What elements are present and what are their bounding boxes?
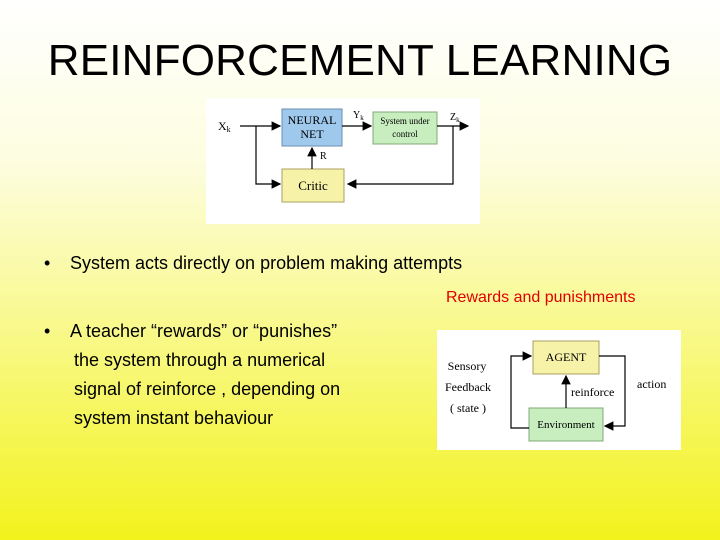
agent-environment-diagram: Sensory Feedback ( state ) AGENT Environ… <box>437 330 681 450</box>
neural-net-label-line1: NEURAL <box>288 113 337 127</box>
critic-box <box>281 168 345 203</box>
neural-net-box <box>281 108 343 147</box>
sensory-label-line1: Sensory <box>448 359 487 373</box>
action-line <box>599 355 626 431</box>
environment-label: Environment <box>537 419 594 431</box>
environment-box <box>528 407 604 442</box>
bullet-2-line-2: the system through a numerical <box>74 350 326 370</box>
bullet-dot-2: • <box>44 321 51 341</box>
system-under-control-box <box>372 111 438 145</box>
agent-environment-diagram-svg: Sensory Feedback ( state ) AGENT Environ… <box>445 340 666 442</box>
feedback-to-critic-line <box>346 126 454 189</box>
bullet-2-line-3: signal of reinforce , depending on <box>74 379 341 399</box>
input-label-x: Xk <box>218 119 231 134</box>
bullet-2-line-4: system instant behaviour <box>74 408 274 428</box>
sensory-feedback-line <box>510 351 533 429</box>
critic-label: Critic <box>298 178 328 193</box>
action-label: action <box>637 377 666 391</box>
neural-net-diagram-svg: Xk NEURAL NET Yk System under control Zk… <box>218 108 470 203</box>
bullet-dot-1: • <box>44 253 51 273</box>
bullet-2-text: A teacher “rewards” or “punishes” the sy… <box>70 317 340 433</box>
system-label-line1: System under <box>380 116 429 126</box>
neural-net-label-line2: NET <box>300 127 324 141</box>
sensory-label-line3: ( state ) <box>450 401 486 415</box>
agent-box <box>532 340 600 375</box>
output-label-y: Yk <box>353 110 364 122</box>
input-to-critic-line <box>255 126 282 189</box>
neural-net-diagram: Xk NEURAL NET Yk System under control Zk… <box>206 98 480 224</box>
bullet-2-line-1: A teacher “rewards” or “punishes” <box>70 321 338 341</box>
slide-title: REINFORCEMENT LEARNING <box>47 36 673 85</box>
agent-label: AGENT <box>546 350 587 364</box>
r-label: R <box>320 151 327 162</box>
system-label-line2: control <box>392 129 418 139</box>
rewards-label: Rewards and punishments <box>446 289 636 306</box>
output-label-z: Zk <box>450 112 460 124</box>
sensory-label-line2: Feedback <box>445 380 491 394</box>
bullet-1-text: System acts directly on problem making a… <box>70 253 463 273</box>
reinforce-label: reinforce <box>571 385 614 399</box>
